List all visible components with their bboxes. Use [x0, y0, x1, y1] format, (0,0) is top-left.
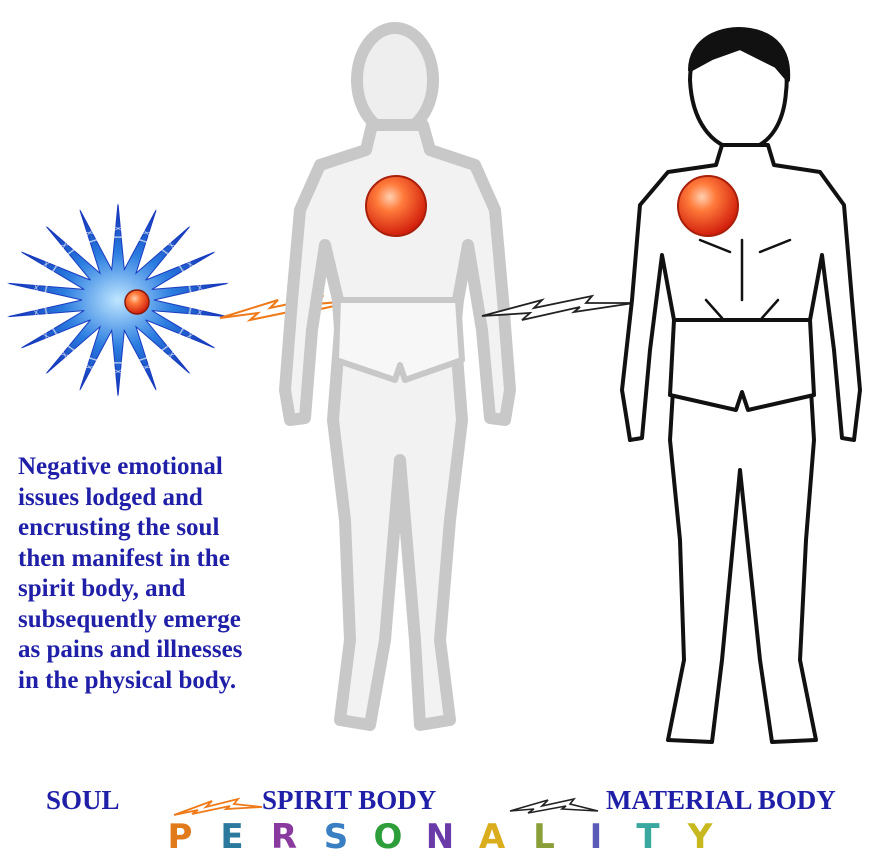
legend-material-body-label: MATERIAL BODY: [606, 785, 836, 816]
personality-letter: P: [154, 821, 206, 853]
personality-letter: T: [622, 821, 674, 853]
spirit-body-figure: [285, 28, 510, 725]
personality-letter: S: [310, 821, 362, 853]
caption-line: then manifest in the: [18, 544, 318, 575]
soul-core-orb-icon: [125, 290, 149, 314]
caption-line: encrusting the soul: [18, 513, 318, 544]
personality-letter: R: [258, 821, 310, 853]
caption-line: Negative emotional: [18, 452, 318, 483]
caption-line: subsequently emerge: [18, 605, 318, 636]
caption-line: issues lodged and: [18, 483, 318, 514]
material-body-figure: [622, 29, 860, 742]
personality-letter: O: [362, 821, 414, 853]
material-heart-orb-icon: [678, 176, 738, 236]
caption-line: as pains and illnesses: [18, 635, 318, 666]
personality-letter: A: [466, 821, 518, 853]
legend-orange-lightning-icon: [172, 795, 264, 817]
personality-letter: N: [414, 821, 466, 853]
personality-letter: L: [518, 821, 570, 853]
personality-letter: Y: [674, 821, 726, 853]
personality-letter: E: [206, 821, 258, 853]
caption-line: spirit body, and: [18, 574, 318, 605]
caption-line: in the physical body.: [18, 666, 318, 697]
legend-spirit-body-label: SPIRIT BODY: [262, 785, 436, 816]
legend-soul-label: SOUL: [46, 785, 120, 816]
legend-dark-lightning-icon: [508, 795, 600, 817]
soul-star-icon: [8, 204, 229, 397]
personality-letter: I: [570, 821, 622, 853]
spirit-heart-orb-icon: [366, 176, 426, 236]
